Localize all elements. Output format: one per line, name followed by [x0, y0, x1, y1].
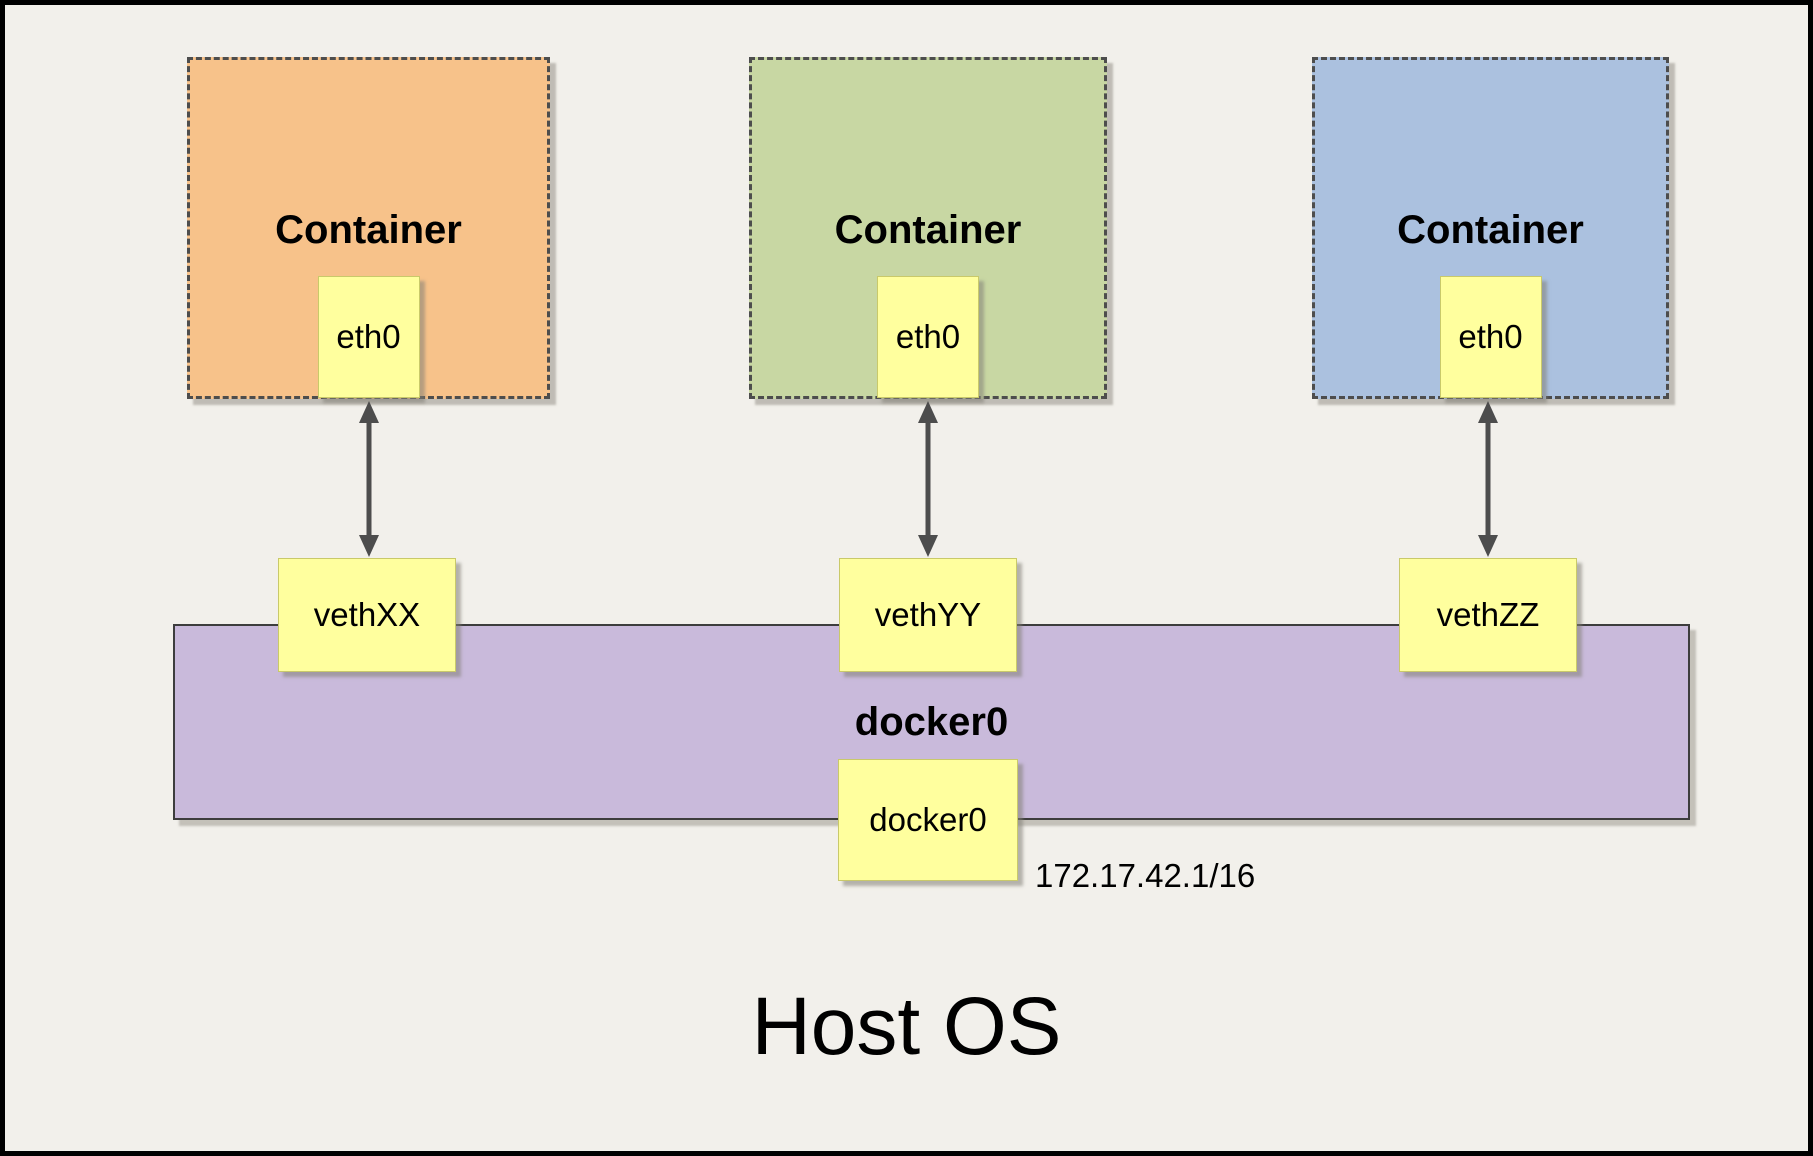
docker0-interface-box: docker0	[838, 759, 1018, 881]
vethxx-box: vethXX	[278, 558, 456, 672]
eth0-interface-box: eth0	[317, 276, 420, 398]
eth0-label: eth0	[1458, 318, 1523, 355]
eth0-label: eth0	[336, 318, 401, 355]
vethxx-label: vethXX	[313, 596, 421, 633]
eth0-label: eth0	[895, 318, 961, 355]
eth0-interface-box: eth0	[1439, 276, 1542, 398]
bridge-ip-label: 172.17.42.1/16	[1035, 857, 1256, 894]
eth0-interface-box: eth0	[877, 276, 979, 398]
container-label: Container	[834, 208, 1022, 252]
docker0-bridge-label: docker0	[854, 700, 1009, 744]
container-label: Container	[275, 208, 462, 252]
double-arrow-icon	[1478, 401, 1498, 557]
double-arrow-icon	[918, 401, 938, 557]
vethzz-box: vethZZ	[1399, 558, 1577, 672]
container-box-2: Container eth0	[749, 57, 1107, 399]
container-label: Container	[1397, 208, 1584, 252]
container-box-1: Container eth0	[187, 57, 550, 399]
vethzz-label: vethZZ	[1436, 596, 1540, 633]
container-box-3: Container eth0	[1312, 57, 1669, 399]
double-arrow-icon	[359, 401, 379, 557]
host-os-label: Host OS	[751, 981, 1062, 1072]
docker0-interface-label: docker0	[869, 801, 987, 838]
vethyy-label: vethYY	[874, 596, 982, 633]
vethyy-box: vethYY	[839, 558, 1017, 672]
